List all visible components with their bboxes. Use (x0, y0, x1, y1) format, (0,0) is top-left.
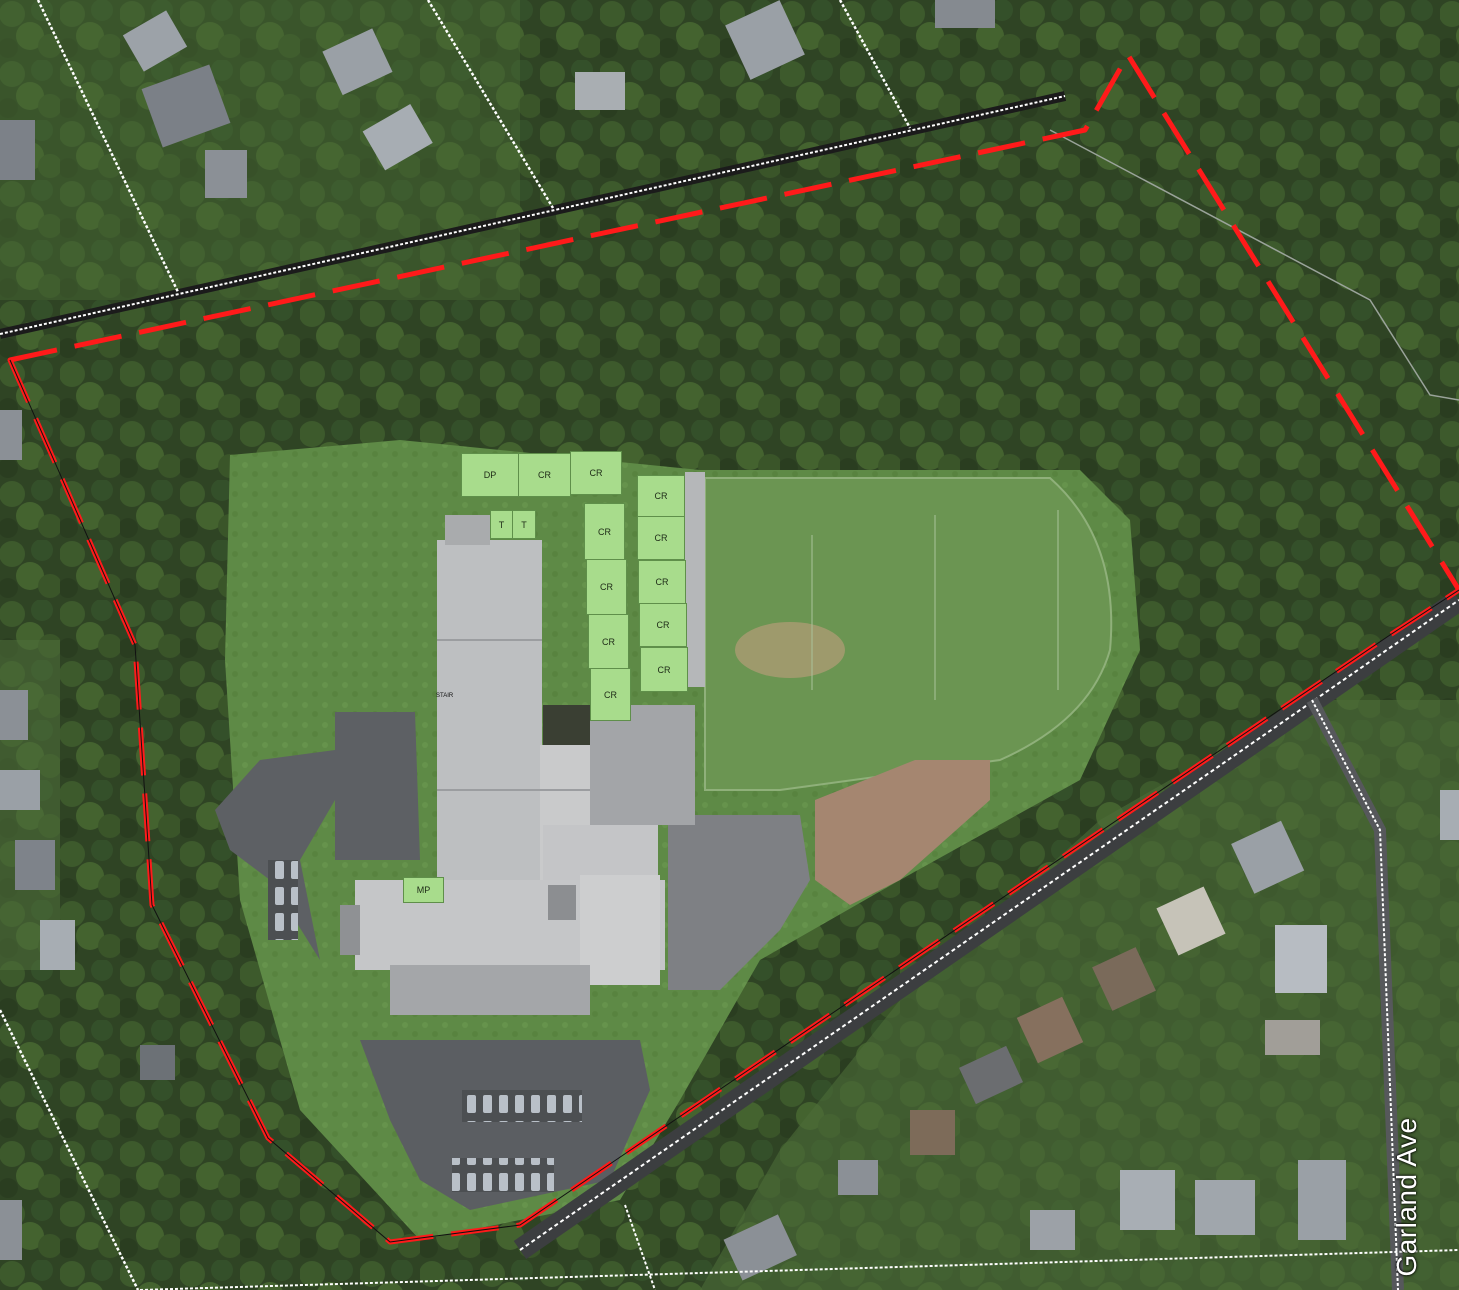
street-label: Garland Ave (1382, 1102, 1432, 1290)
room-cr[interactable]: CR (584, 503, 625, 560)
room-cr[interactable]: CR (640, 647, 688, 692)
room-cr[interactable]: CR (638, 560, 686, 604)
parking-lot-west (335, 712, 420, 860)
room-dp[interactable]: DP (461, 453, 519, 497)
residential-area-southeast (700, 700, 1459, 1290)
room-cr[interactable]: CR (588, 614, 629, 669)
parking-lot-south (360, 1040, 650, 1210)
stair-label: STAIR (436, 693, 454, 699)
room-t[interactable]: T (512, 510, 536, 539)
room-cr[interactable]: CR (570, 451, 622, 495)
room-cr[interactable]: CR (590, 668, 631, 721)
street-label-text: Garland Ave (1391, 1117, 1422, 1277)
parcel-line (9, 359, 1459, 1243)
playground (815, 760, 990, 905)
room-cr[interactable]: CR (518, 453, 571, 497)
playing-field (704, 477, 1113, 791)
residential-area-north (0, 0, 995, 300)
parking-lot-loop (215, 750, 335, 960)
asphalt-yard (668, 815, 810, 990)
room-mp[interactable]: MP (403, 877, 444, 903)
school-building (340, 472, 705, 1015)
residential-area-west (0, 410, 175, 1260)
room-cr[interactable]: CR (586, 559, 627, 615)
room-t[interactable]: T (490, 510, 513, 539)
room-cr[interactable]: CR (639, 603, 687, 647)
room-cr[interactable]: CR (637, 475, 685, 517)
room-cr[interactable]: CR (637, 516, 685, 560)
